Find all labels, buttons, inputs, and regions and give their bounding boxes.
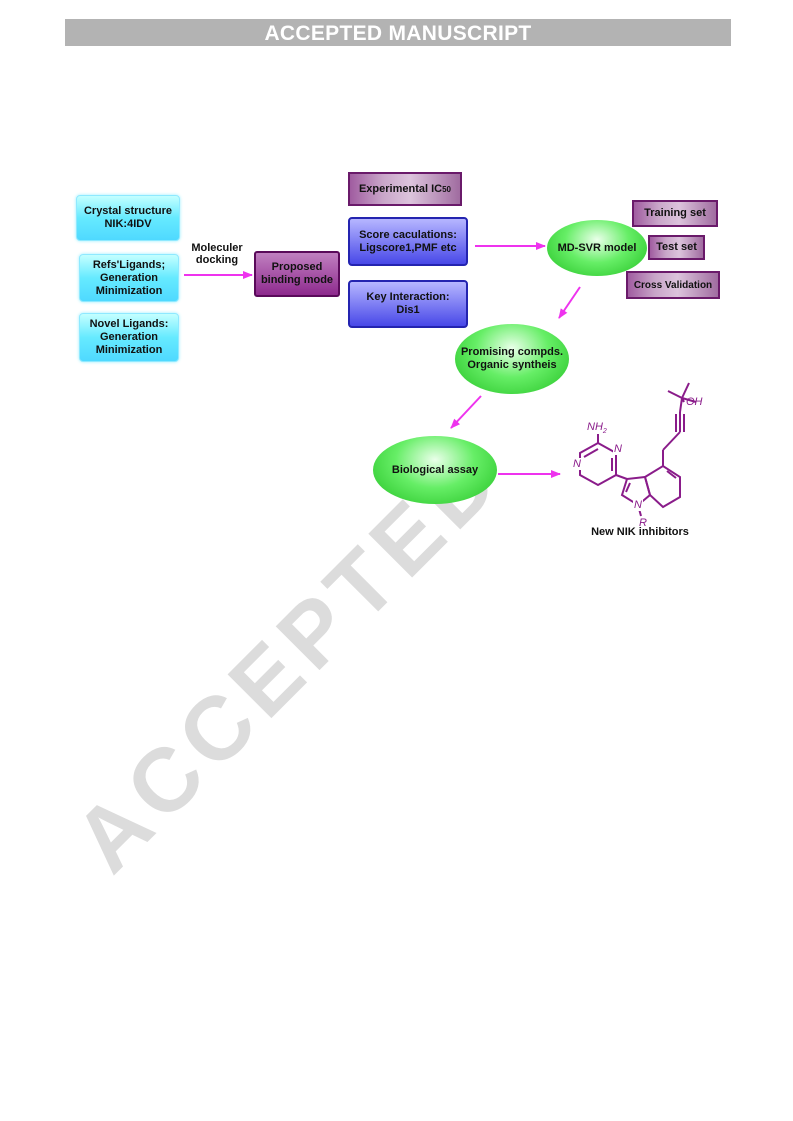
key-interaction-line2: Dis1 [396,304,420,316]
test-set-box: Test set [648,235,705,260]
cross-validation-label: Cross Validation [633,279,713,291]
experimental-ic50-label: Experimental IC [358,182,443,195]
binding-mode-line1: Proposed [271,261,323,273]
pyrimidine-n-top: N [613,443,623,455]
r-group-label: R [639,517,647,529]
biological-assay-oval: Biological assay [373,436,497,504]
nh2-label: NH2 [587,421,607,438]
training-set-label: Training set [644,207,706,219]
training-set-box: Training set [632,200,718,227]
pyrimidine-n-left: N [572,458,582,470]
key-interaction-box: Key Interaction: Dis1 [348,280,468,328]
md-svr-model-label: MD-SVR model [557,241,637,254]
promising-line2: Organic syntheis [467,359,557,371]
md-svr-model-oval: MD-SVR model [547,220,647,276]
accepted-manuscript-banner: ACCEPTED MANUSCRIPT [65,19,731,46]
promising-line1: Promising compds. [460,346,564,358]
ic50-subscript: 50 [442,184,452,194]
proposed-binding-mode-box: Proposed binding mode [254,251,340,297]
docking-label-line2: docking [195,254,239,266]
refs-ligands-line1: Refs'Ligands; [92,258,166,271]
novel-ligands-line1: Novel Ligands: [89,318,169,330]
score-calculations-box: Score caculations: Ligscore1,PMF etc [348,217,468,266]
nh2-subscript: 2 [602,428,607,436]
nik-inhibitor-structure [579,382,697,517]
arrow-promising-to-assay [450,395,482,429]
biological-assay-label: Biological assay [391,463,479,476]
cross-validation-box: Cross Validation [626,271,720,299]
novel-ligands-line2: Generation [99,331,159,343]
oh-label: OH [686,396,703,408]
refs-ligands-line3: Minimization [95,284,163,297]
molecular-docking-label: Moleculer docking [182,242,252,266]
arrow-model-to-promising [558,286,581,319]
novel-ligands-line3: Minimization [95,344,163,356]
binding-mode-line2: binding mode [260,274,334,286]
score-line2: Ligscore1,PMF etc [359,241,457,254]
new-nik-inhibitors-caption: New NIK inhibitors [591,526,689,538]
crystal-structure-line2: NIK:4IDV [104,218,152,230]
indole-n: N [633,499,643,511]
crystal-structure-box: Crystal structure NIK:4IDV [76,195,180,241]
key-interaction-line1: Key Interaction: [366,291,450,303]
refs-ligands-line2: Generation [99,271,159,284]
test-set-label: Test set [656,241,697,253]
nh2-text: NH [587,421,603,433]
novel-ligands-box: Novel Ligands: Generation Minimization [79,313,179,362]
refs-ligands-box: Refs'Ligands; Generation Minimization [79,254,179,302]
docking-label-line1: Moleculer [191,242,243,254]
score-line1: Score caculations: [359,228,457,241]
promising-compounds-oval: Promising compds. Organic syntheis [455,324,569,394]
crystal-structure-line1: Crystal structure [83,205,173,217]
